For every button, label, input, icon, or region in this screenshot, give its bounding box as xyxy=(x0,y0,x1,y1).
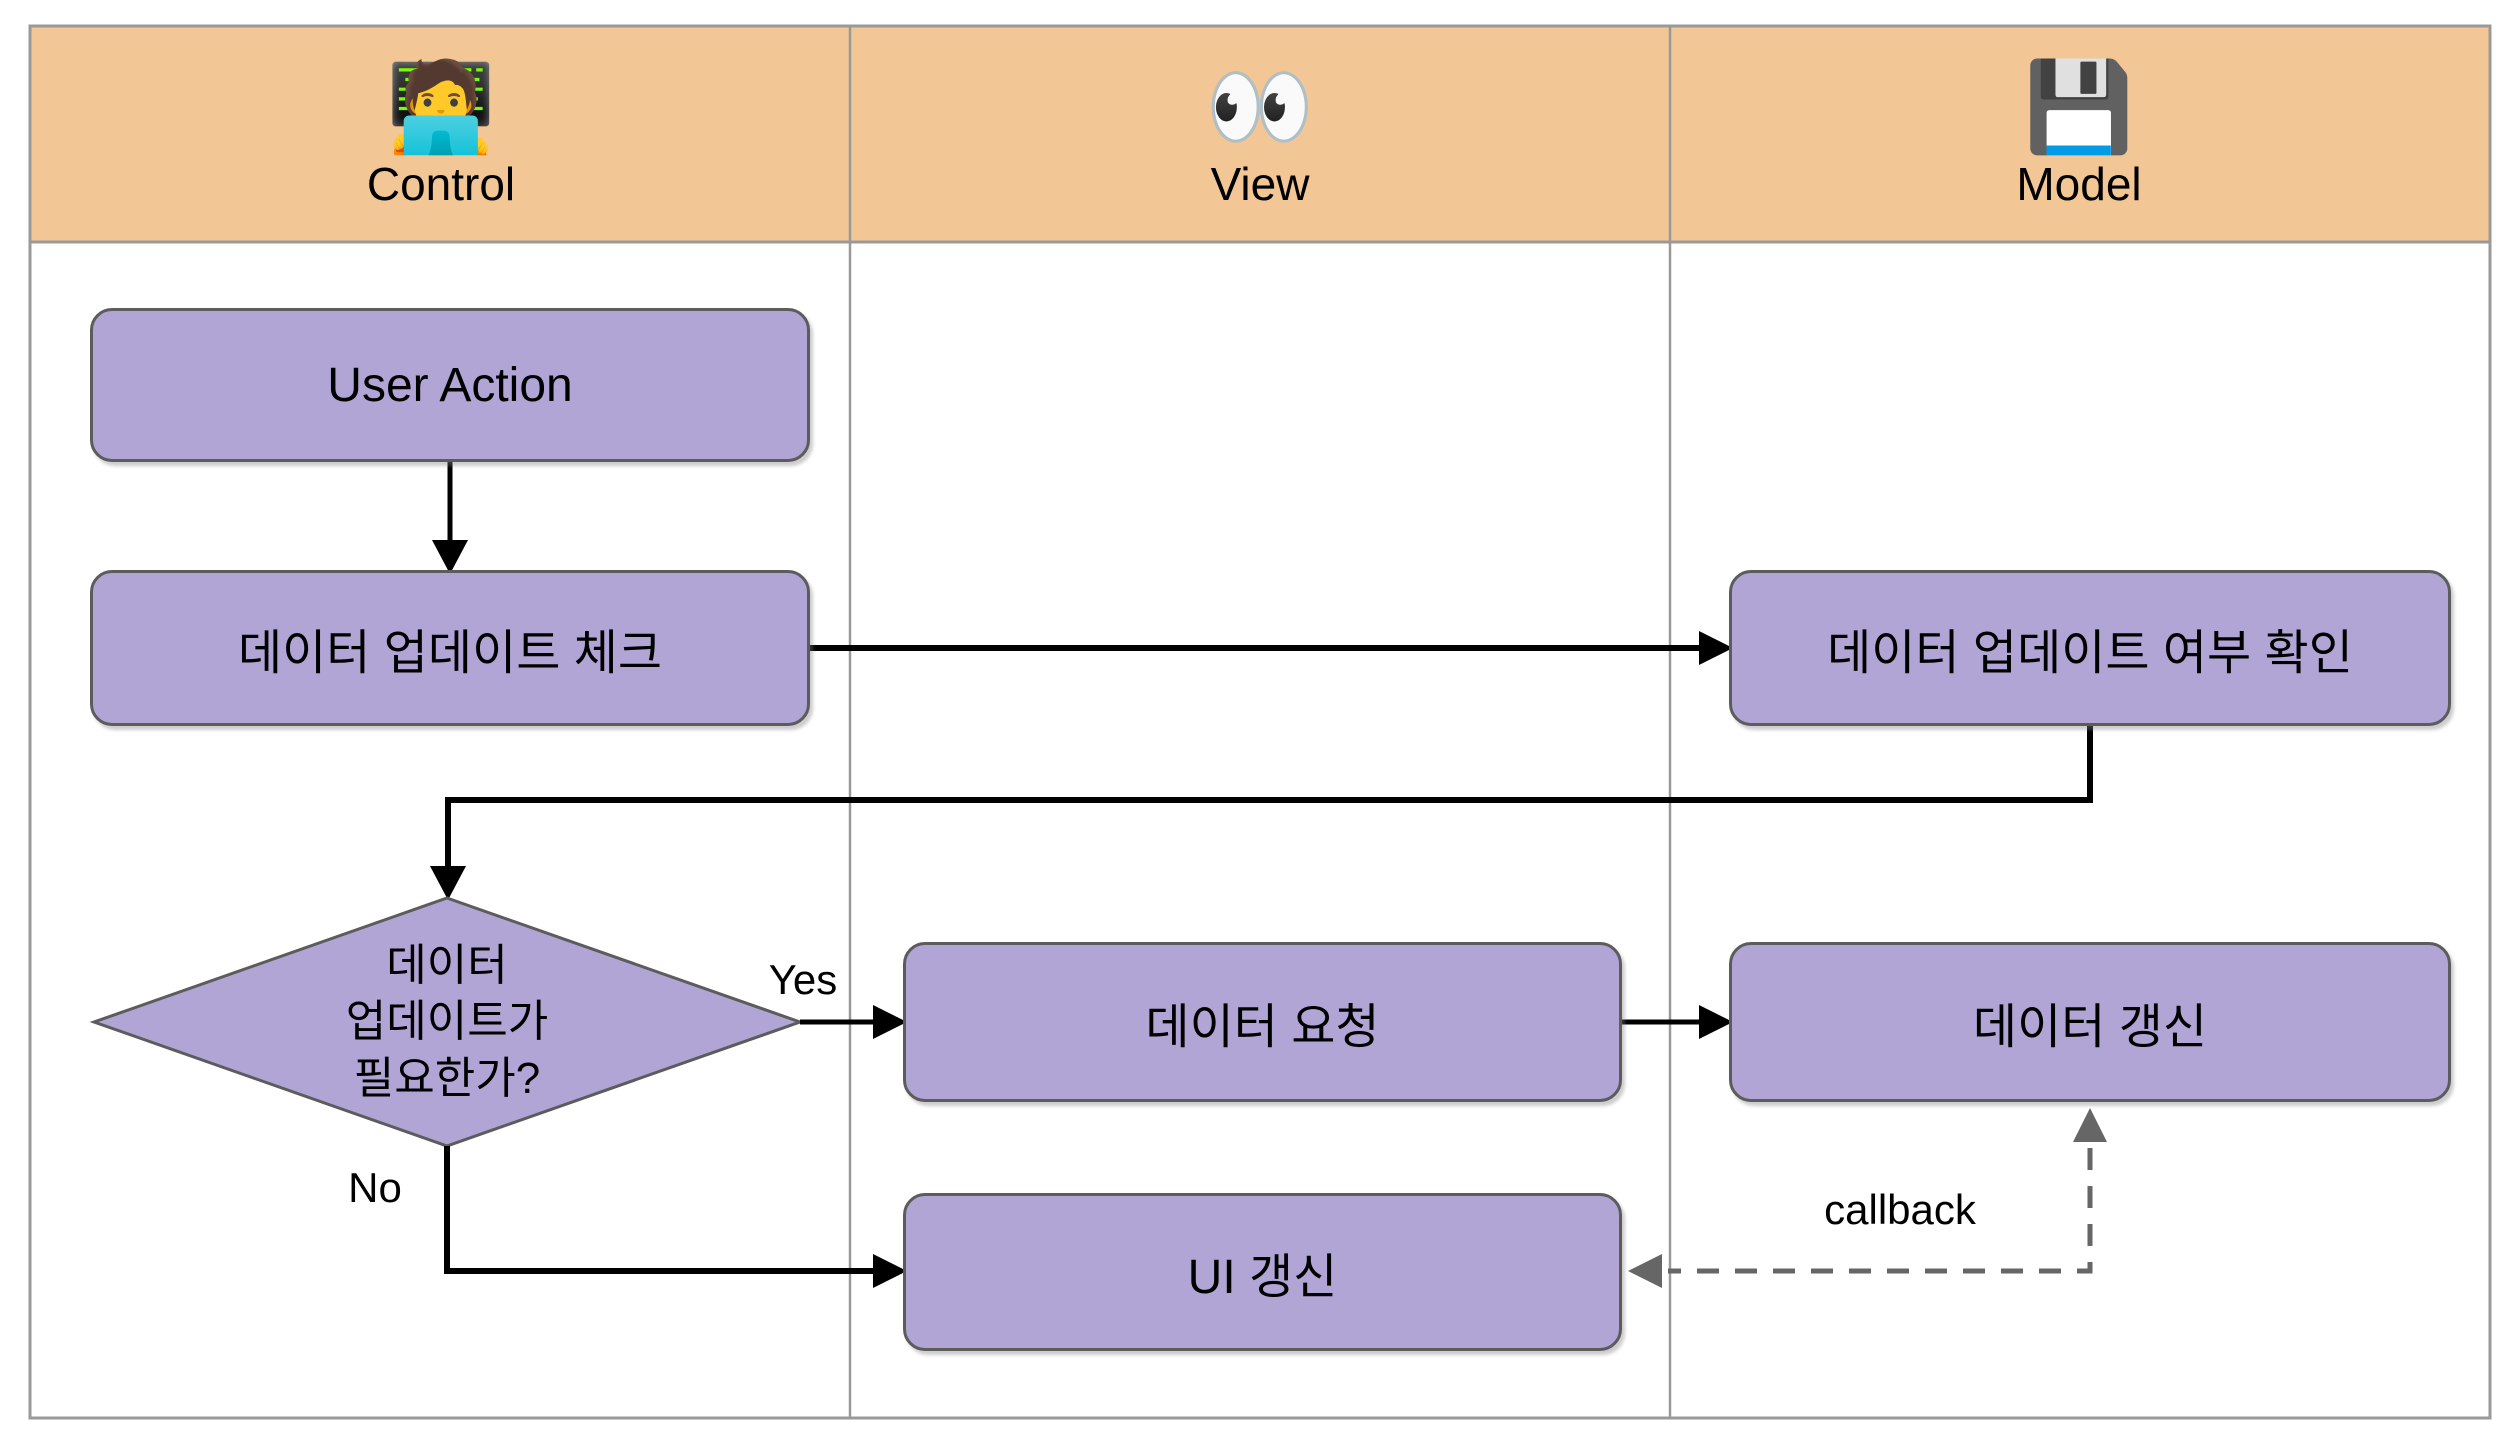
lane-header-control: 🧑‍💻 Control xyxy=(32,28,850,242)
node-refresh-data: 데이터 갱신 xyxy=(1729,942,2451,1102)
node-check-data-update: 데이터 업데이트 체크 xyxy=(90,570,810,726)
edge-callback-dashed xyxy=(1668,1148,2093,1274)
node-user-action: User Action xyxy=(90,308,810,462)
lane-label-model: Model xyxy=(2016,158,2142,210)
edge-no-to-refreshui xyxy=(444,1146,879,1274)
node-request-data: 데이터 요청 xyxy=(903,942,1622,1102)
diagram-frame xyxy=(28,24,2492,1420)
arrowhead-into-refreshui xyxy=(873,1254,907,1288)
lane-header-view: 👀 View xyxy=(850,28,1670,242)
lane-header-model: 💾 Model xyxy=(1670,28,2488,242)
arrowhead-callback-into-refreshdata xyxy=(2073,1108,2107,1142)
edge-confirm-to-decision xyxy=(445,726,2093,872)
lane-label-control: Control xyxy=(366,158,516,210)
eyes-emoji: 👀 xyxy=(1205,57,1315,156)
decision-text: 데이터 업데이트가 필요한가? xyxy=(197,938,697,1107)
edge-label-no: No xyxy=(348,1164,402,1211)
node-confirm-data-update: 데이터 업데이트 여부 확인 xyxy=(1729,570,2451,726)
edge-label-yes: Yes xyxy=(768,956,838,1003)
decision-text-line1: 데이터 xyxy=(386,941,508,990)
edge-label-callback: callback xyxy=(1824,1186,1976,1233)
lane-header-band xyxy=(31,27,2489,242)
technologist-emoji: 🧑‍💻 xyxy=(386,57,496,156)
floppy-disk-emoji: 💾 xyxy=(2024,57,2134,156)
decision-text-line3: 필요한가? xyxy=(353,1053,541,1103)
node-refresh-ui: UI 갱신 xyxy=(903,1193,1622,1351)
arrowhead-into-decision xyxy=(430,866,466,900)
arrowhead-callback-into-refreshui xyxy=(1628,1254,1662,1288)
arrowhead-into-check xyxy=(432,540,468,574)
arrowhead-into-refreshdata xyxy=(1699,1005,1733,1039)
arrowhead-into-request xyxy=(873,1005,907,1039)
decision-text-line2: 업데이트가 xyxy=(345,997,549,1047)
lane-label-view: View xyxy=(1210,158,1310,210)
arrowhead-into-confirm xyxy=(1699,631,1733,665)
